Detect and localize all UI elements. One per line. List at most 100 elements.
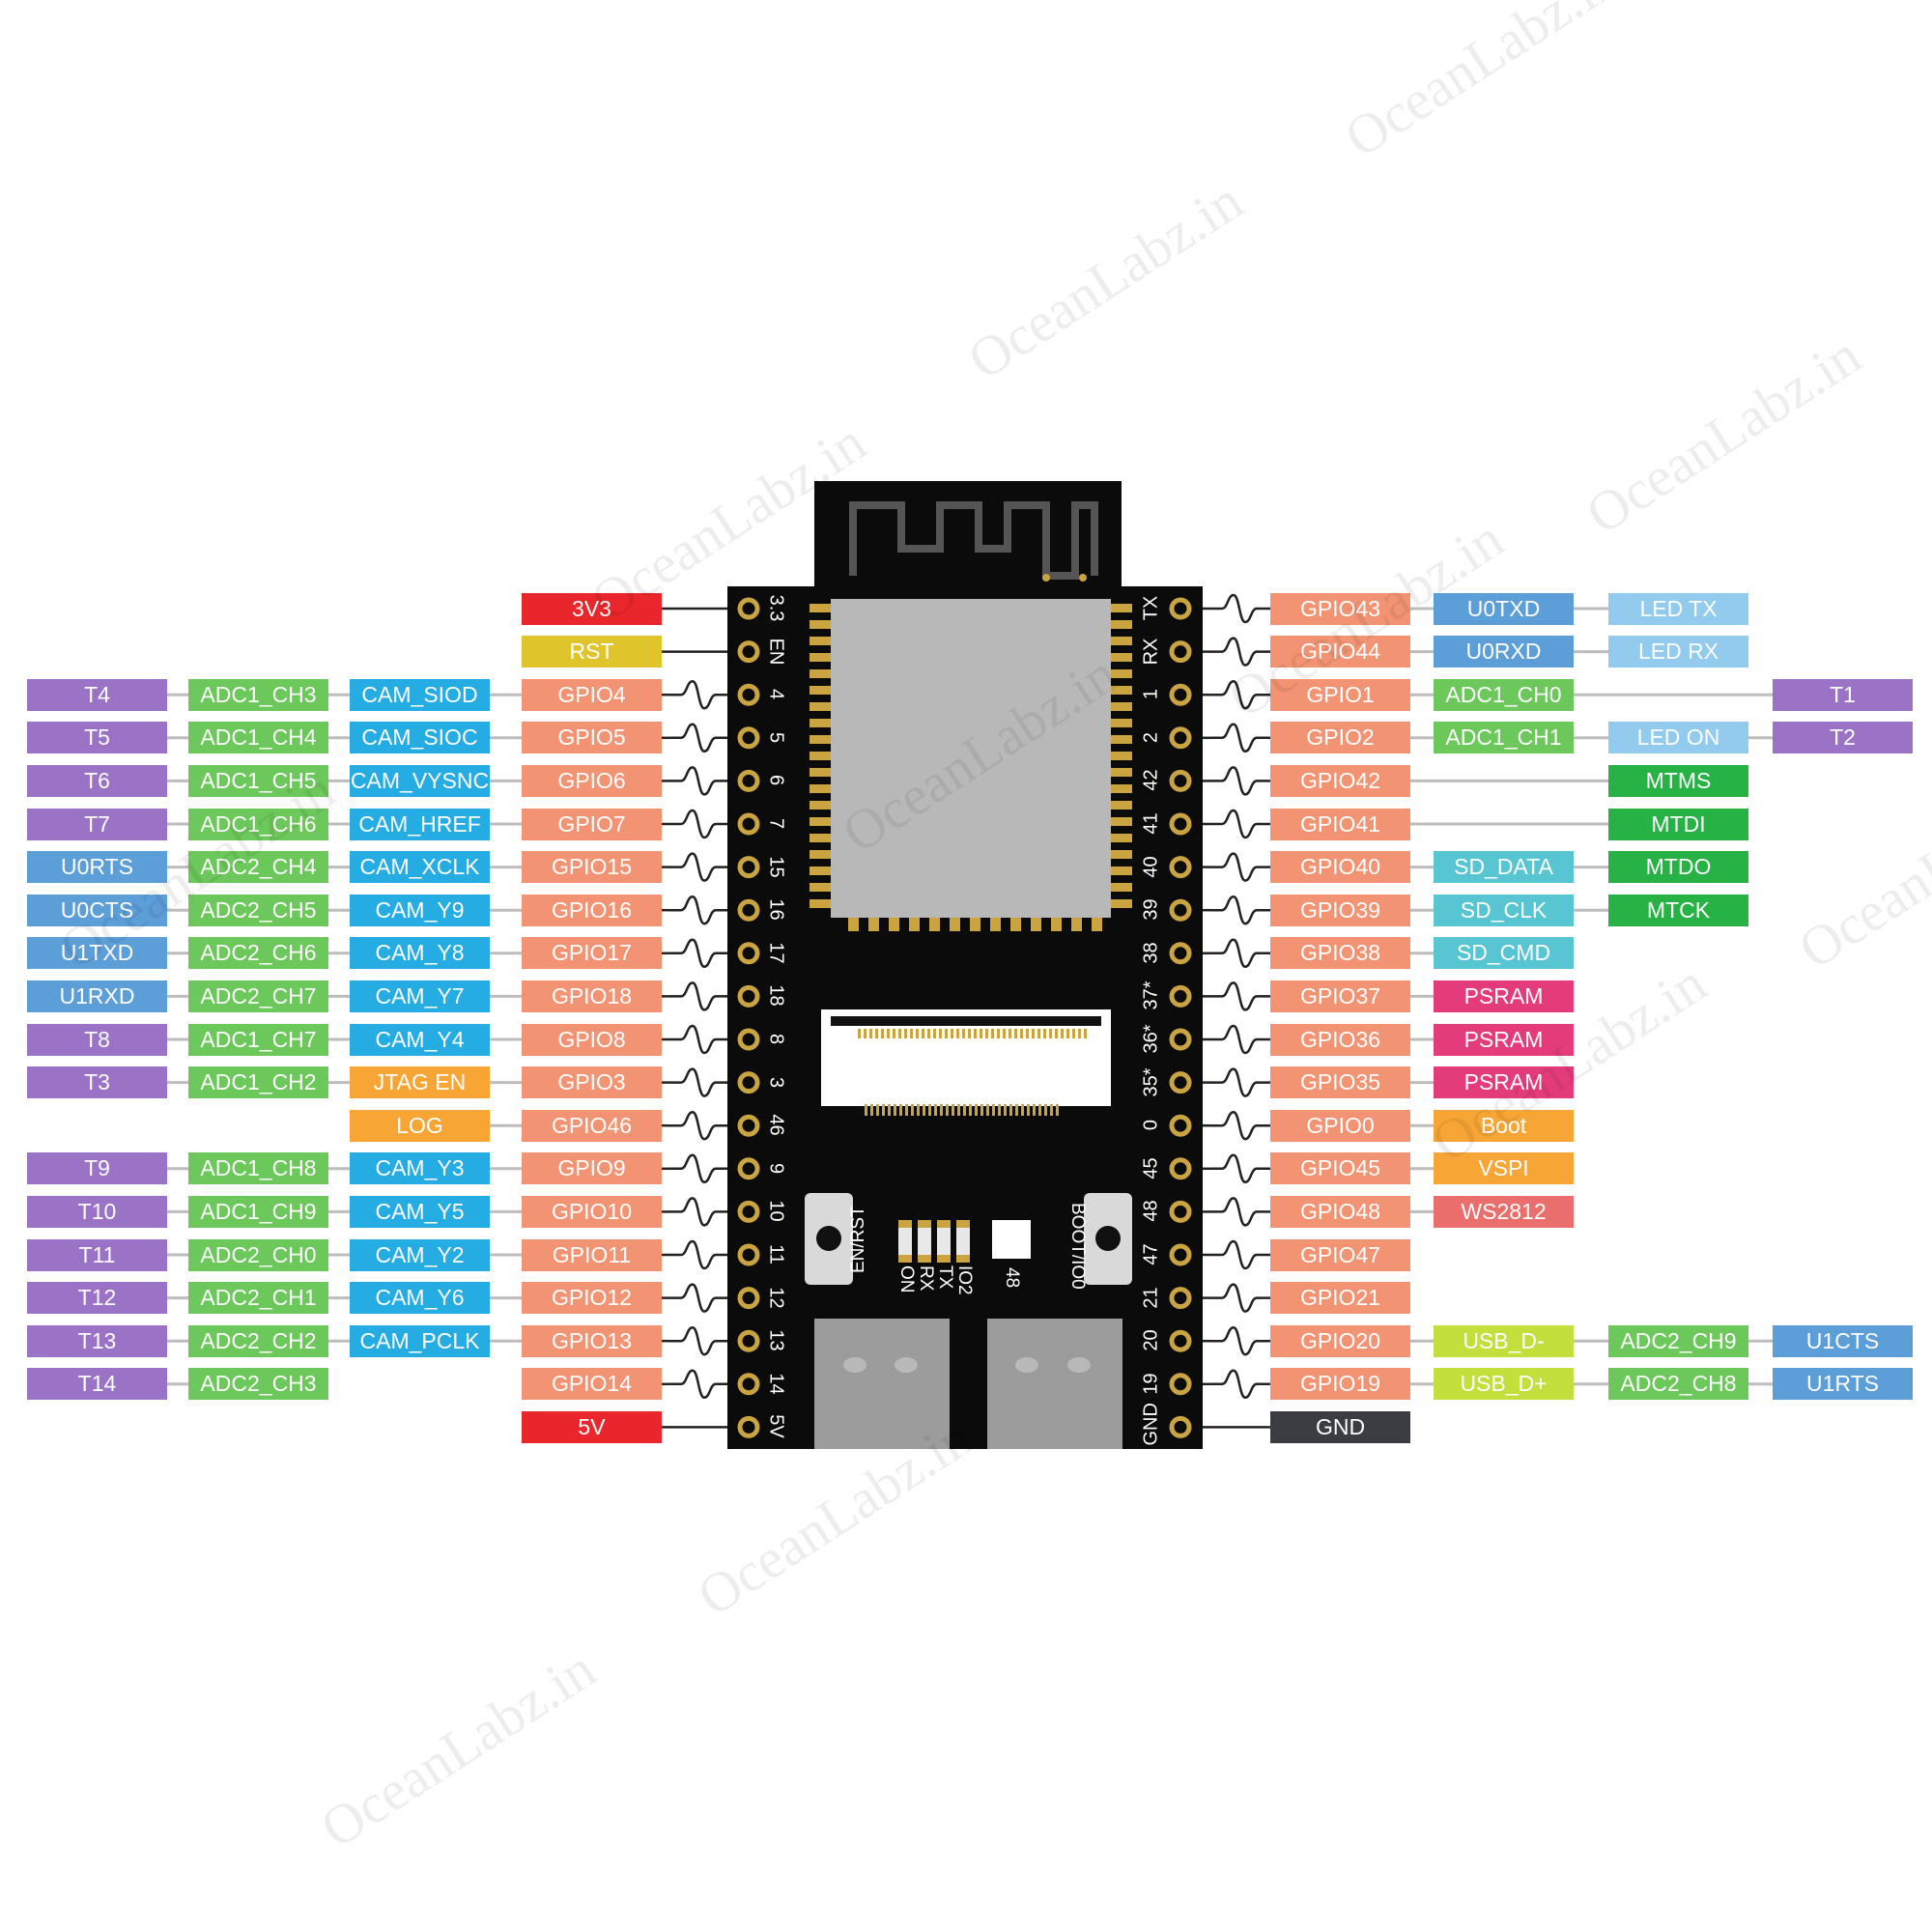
fpc-pin (1050, 1104, 1053, 1116)
pin-number: 38 (1140, 942, 1162, 964)
module-castellation (810, 899, 831, 908)
header-pad (1169, 1243, 1192, 1266)
led48-label: 48 (1002, 1267, 1022, 1289)
module-castellation (1111, 850, 1132, 859)
module-castellation (1111, 784, 1132, 793)
pin-trace (669, 1110, 727, 1141)
right-pin-label: T1 (1773, 678, 1913, 711)
pin-trace (669, 1024, 727, 1055)
pin-trace (1210, 723, 1268, 753)
left-pin-label: ADC1_CH4 (188, 722, 328, 754)
fpc-pin (888, 1104, 891, 1116)
pin-trace (1210, 1197, 1268, 1227)
pin-number: 41 (1140, 812, 1162, 835)
fpc-pin (940, 1104, 943, 1116)
pin-number: 2 (1140, 731, 1162, 743)
right-pin-label: VSPI (1434, 1152, 1574, 1185)
right-pin-label: GPIO36 (1270, 1023, 1410, 1056)
module-castellation (1111, 817, 1132, 826)
left-pin-label: GPIO6 (522, 764, 662, 797)
pin-trace (1210, 938, 1268, 969)
right-pin-label: USB_D- (1434, 1324, 1574, 1357)
header-pad (737, 1114, 760, 1137)
pin-number: 0 (1140, 1120, 1162, 1131)
pin-trace (1210, 1110, 1268, 1141)
pin-trace (1210, 1153, 1268, 1184)
pin-trace (1210, 1024, 1268, 1055)
header-pad (1169, 1028, 1192, 1051)
fpc-pin (962, 1029, 965, 1038)
fpc-pin (875, 1029, 878, 1038)
module-castellation (909, 918, 920, 931)
right-pin-label: GPIO48 (1270, 1195, 1410, 1228)
module-castellation (1111, 719, 1132, 727)
module-castellation (1111, 620, 1132, 629)
pin-trace (669, 1283, 727, 1313)
pin-trace (669, 679, 727, 710)
rf-shield (831, 599, 1111, 918)
pin-number: 5V (765, 1414, 787, 1439)
fpc-pin (1009, 1029, 1011, 1038)
usb-c-port (987, 1319, 1122, 1449)
ws2812-led (992, 1220, 1031, 1259)
fpc-pin (963, 1104, 966, 1116)
header-pad (1169, 812, 1192, 836)
pin-trace (669, 1369, 727, 1400)
left-pin-label: CAM_Y3 (350, 1152, 490, 1185)
left-pin-label: CAM_SIOC (350, 722, 490, 754)
left-pin-label: ADC1_CH6 (188, 808, 328, 840)
left-pin-label: ADC1_CH3 (188, 678, 328, 711)
pin-trace (669, 1153, 727, 1184)
fpc-pin (882, 1104, 885, 1116)
pin-number: 18 (765, 984, 787, 1008)
left-pin-label: GPIO15 (522, 851, 662, 884)
left-pin-label: ADC2_CH7 (188, 980, 328, 1012)
pin-number: 45 (1140, 1157, 1162, 1179)
header-pad (1169, 726, 1192, 750)
usb-c-port (814, 1319, 950, 1449)
right-pin-label: U0RXD (1434, 636, 1574, 668)
pin-trace (1210, 593, 1268, 624)
pin-number: 48 (1140, 1200, 1162, 1223)
fpc-pin (946, 1104, 949, 1116)
header-pad (737, 1373, 760, 1396)
left-pin-label: RST (522, 636, 662, 668)
pin-number: 10 (765, 1200, 787, 1223)
pin-number: 16 (765, 898, 787, 921)
right-pin-label: U0TXD (1434, 592, 1574, 625)
fpc-pin (1021, 1104, 1024, 1116)
antenna-block (814, 481, 1122, 589)
left-pin-label: CAM_Y7 (350, 980, 490, 1012)
header-pad (737, 1157, 760, 1180)
right-pin-label: MTCK (1608, 894, 1748, 926)
header-pad (737, 1243, 760, 1266)
right-pin-label: GPIO41 (1270, 808, 1410, 840)
fpc-pin (945, 1029, 948, 1038)
right-pin-label: GPIO35 (1270, 1066, 1410, 1099)
fpc-pin (1026, 1029, 1029, 1038)
right-pin-label: GPIO39 (1270, 894, 1410, 926)
right-pin-label: ADC1_CH0 (1434, 678, 1574, 711)
left-pin-label: T13 (27, 1324, 167, 1357)
pin-number: 21 (1140, 1286, 1162, 1309)
module-castellation (810, 883, 831, 892)
right-pin-label: ADC2_CH8 (1608, 1368, 1748, 1401)
pin-number: 7 (765, 817, 787, 830)
fpc-pin (1015, 1104, 1018, 1116)
left-pin-label: 3V3 (522, 592, 662, 625)
module-castellation (810, 850, 831, 859)
header-pad (1169, 984, 1192, 1008)
pin-trace (669, 1197, 727, 1227)
right-pin-label: GND (1270, 1410, 1410, 1443)
right-pin-label: SD_CLK (1434, 894, 1574, 926)
right-pin-label: GPIO37 (1270, 980, 1410, 1012)
header-pad (737, 1329, 760, 1352)
header-pad (737, 726, 760, 750)
header-pad (737, 1200, 760, 1223)
status-led (898, 1220, 912, 1263)
right-pin-label: GPIO1 (1270, 678, 1410, 711)
left-pin-label: GPIO8 (522, 1023, 662, 1056)
pin-trace (669, 1325, 727, 1356)
